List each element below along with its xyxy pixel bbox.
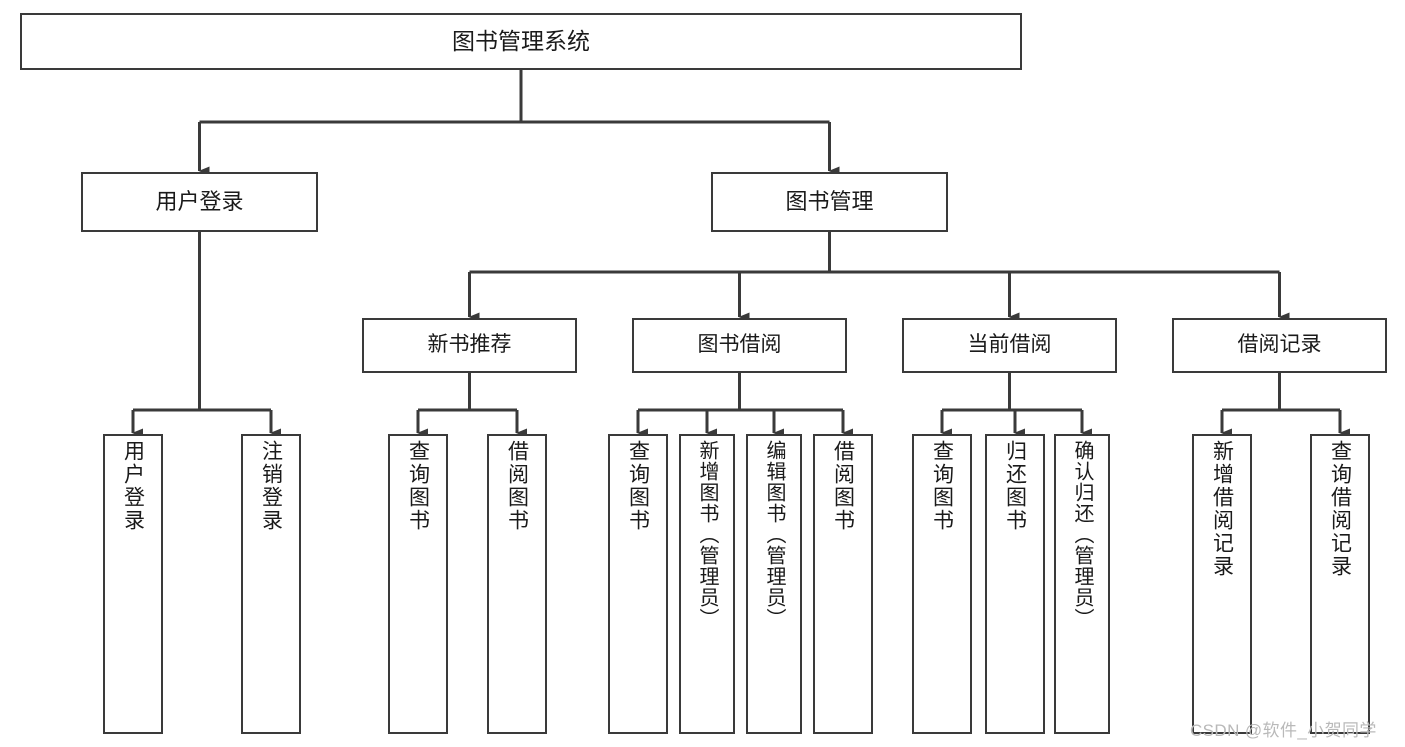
node-leaf-query-book-1[interactable]: 查询图书 [388, 434, 448, 734]
node-leaf-add-book[interactable]: 新增图书（管理员） [679, 434, 735, 734]
node-leaf-query-record-label: 查询借阅记录 [1328, 440, 1352, 578]
node-leaf-edit-book[interactable]: 编辑图书（管理员） [746, 434, 802, 734]
node-leaf-query-book-1-label: 查询图书 [406, 440, 430, 532]
node-leaf-logout-label: 注销登录 [259, 440, 283, 532]
node-book-manage-label: 图书管理 [785, 189, 874, 215]
node-leaf-add-record-label: 新增借阅记录 [1210, 440, 1234, 578]
node-leaf-return-book[interactable]: 归还图书 [985, 434, 1045, 734]
node-leaf-edit-book-label: 编辑图书（管理员） [763, 440, 785, 629]
node-book-manage[interactable]: 图书管理 [711, 172, 948, 232]
node-leaf-logout[interactable]: 注销登录 [241, 434, 301, 734]
node-leaf-query-book-2[interactable]: 查询图书 [608, 434, 668, 734]
node-root-label: 图书管理系统 [452, 27, 590, 54]
node-leaf-query-book-3-label: 查询图书 [930, 440, 954, 532]
node-leaf-borrow-book-1[interactable]: 借阅图书 [487, 434, 547, 734]
node-leaf-return-book-label: 归还图书 [1003, 440, 1027, 532]
node-leaf-borrow-book-2[interactable]: 借阅图书 [813, 434, 873, 734]
node-leaf-add-book-label: 新增图书（管理员） [696, 440, 718, 629]
node-leaf-user-login[interactable]: 用户登录 [103, 434, 163, 734]
node-user-login[interactable]: 用户登录 [81, 172, 318, 232]
csdn-watermark: CSDN @软件_小贺同学 [1190, 721, 1377, 740]
node-leaf-user-login-label: 用户登录 [121, 440, 145, 532]
node-leaf-query-record[interactable]: 查询借阅记录 [1310, 434, 1370, 734]
node-leaf-add-record[interactable]: 新增借阅记录 [1192, 434, 1252, 734]
node-current-borrow-label: 当前借阅 [967, 333, 1052, 357]
node-leaf-confirm-return[interactable]: 确认归还（管理员） [1054, 434, 1110, 734]
node-root[interactable]: 图书管理系统 [20, 13, 1022, 70]
node-user-login-label: 用户登录 [155, 189, 244, 215]
node-leaf-borrow-book-1-label: 借阅图书 [505, 440, 529, 532]
node-new-book-recommend[interactable]: 新书推荐 [362, 318, 577, 373]
node-borrow-record[interactable]: 借阅记录 [1172, 318, 1387, 373]
node-book-borrow[interactable]: 图书借阅 [632, 318, 847, 373]
node-leaf-borrow-book-2-label: 借阅图书 [831, 440, 855, 532]
node-new-book-recommend-label: 新书推荐 [427, 333, 512, 357]
node-leaf-query-book-3[interactable]: 查询图书 [912, 434, 972, 734]
node-current-borrow[interactable]: 当前借阅 [902, 318, 1117, 373]
node-borrow-record-label: 借阅记录 [1237, 333, 1322, 357]
node-book-borrow-label: 图书借阅 [697, 333, 782, 357]
node-leaf-query-book-2-label: 查询图书 [626, 440, 650, 532]
node-leaf-confirm-return-label: 确认归还（管理员） [1071, 440, 1093, 629]
